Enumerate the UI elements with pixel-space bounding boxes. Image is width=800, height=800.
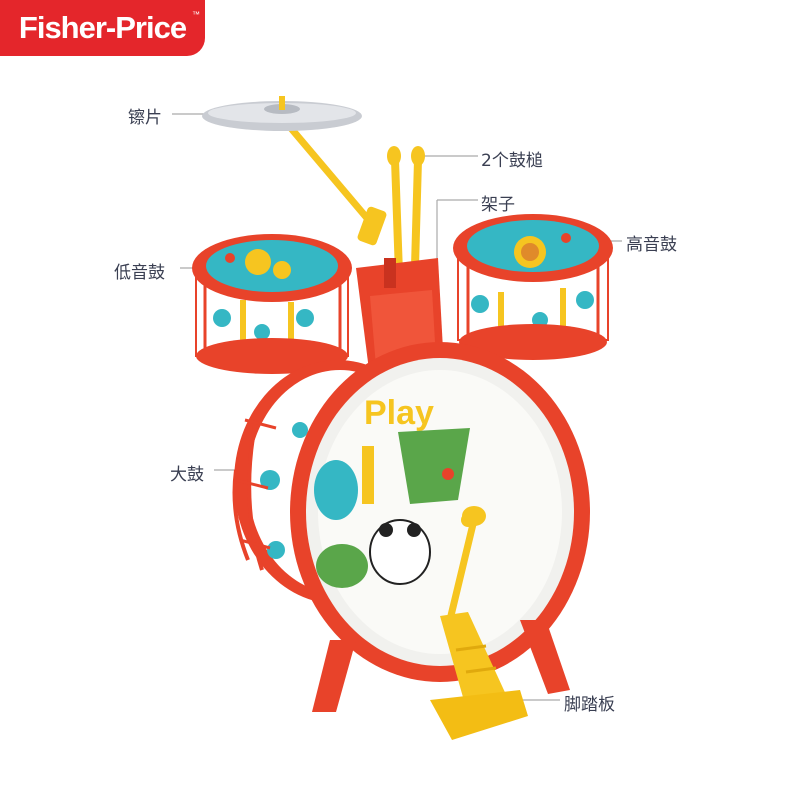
leader-lines bbox=[172, 113, 622, 701]
label-pedal: 脚踏板 bbox=[564, 695, 615, 715]
label-high-tom: 高音鼓 bbox=[626, 235, 677, 255]
cymbal-clamp bbox=[357, 206, 387, 246]
pedal bbox=[430, 506, 528, 740]
bass-drum: Play bbox=[232, 342, 590, 682]
high-tom-drum bbox=[453, 214, 613, 360]
bass-drum-print: Play bbox=[314, 394, 475, 588]
trademark-mark: ™ bbox=[192, 10, 200, 19]
label-bass-drum: 大鼓 bbox=[170, 465, 204, 485]
label-drum-sticks: 2个鼓槌 bbox=[481, 151, 543, 171]
label-cymbal: 镲片 bbox=[128, 108, 162, 128]
drum-legs bbox=[312, 620, 570, 712]
fisher-price-logo bbox=[0, 0, 205, 56]
drum-print-text: Play bbox=[364, 394, 434, 432]
cymbal-rod bbox=[280, 116, 376, 228]
brand-name: Fisher-Price bbox=[18, 10, 187, 45]
label-low-tom: 低音鼓 bbox=[114, 263, 165, 283]
low-tom-drum bbox=[192, 234, 352, 374]
label-stand: 架子 bbox=[481, 195, 515, 215]
cymbal bbox=[202, 96, 362, 131]
